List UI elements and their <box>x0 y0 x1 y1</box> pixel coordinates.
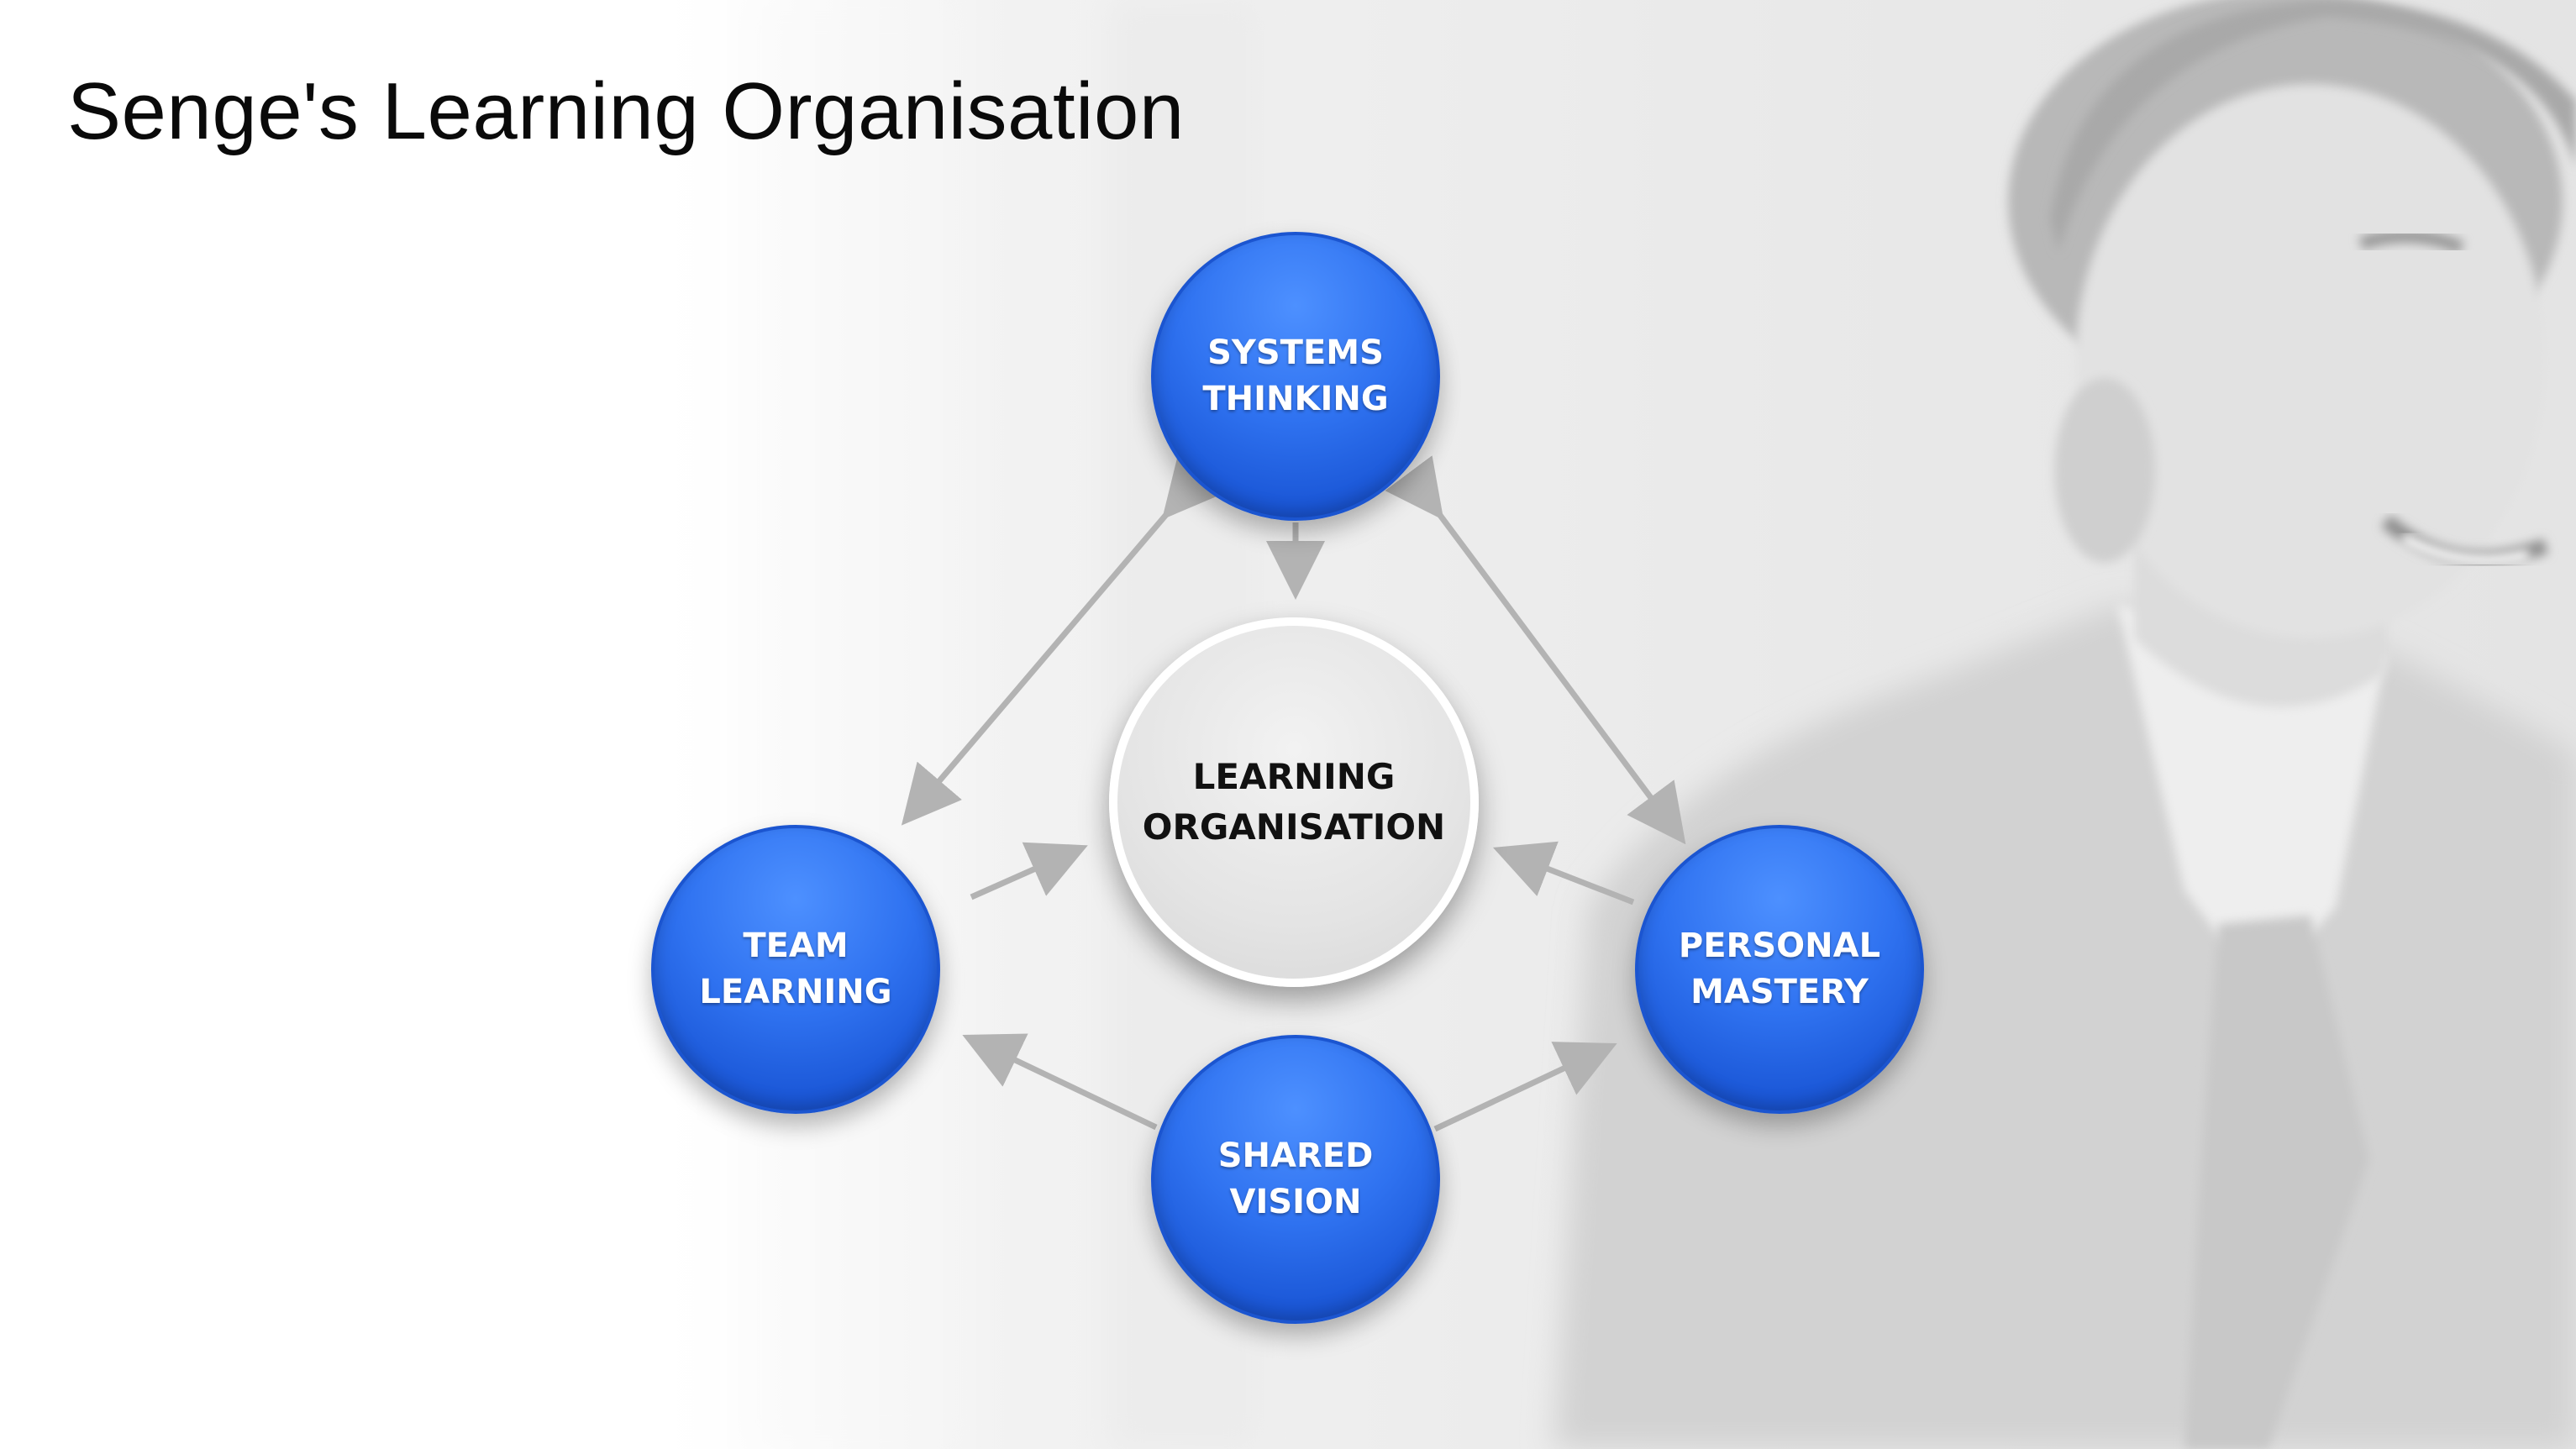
arrow-personal-to-center <box>1492 841 1635 906</box>
background-photo <box>639 0 2576 1449</box>
arrow-vision-to-team <box>962 1033 1158 1131</box>
arrow-vision-to-personal <box>1433 1042 1617 1132</box>
arrow-systems-personal <box>1385 455 1686 845</box>
node-personal-mastery-label: PERSONAL MASTERY <box>1678 927 1881 1011</box>
node-personal-mastery: PERSONAL MASTERY <box>1635 825 1924 1114</box>
node-shared-vision-label: SHARED VISION <box>1217 1137 1374 1221</box>
node-systems-thinking: SYSTEMS THINKING <box>1151 232 1440 521</box>
node-team-learning-label: TEAM LEARNING <box>699 927 892 1011</box>
node-shared-vision: SHARED VISION <box>1151 1035 1440 1324</box>
arrow-team-to-center <box>970 842 1088 900</box>
page-title: Senge's Learning Organisation <box>67 66 1185 156</box>
background-portrait-image <box>639 0 2576 1449</box>
node-systems-thinking-label: SYSTEMS THINKING <box>1202 333 1389 418</box>
arrow-systems-team <box>901 455 1222 826</box>
node-learning-organisation-label: LEARNING ORGANISATION <box>1142 756 1446 848</box>
node-team-learning: TEAM LEARNING <box>651 825 940 1114</box>
node-learning-organisation: LEARNING ORGANISATION <box>1109 617 1479 987</box>
